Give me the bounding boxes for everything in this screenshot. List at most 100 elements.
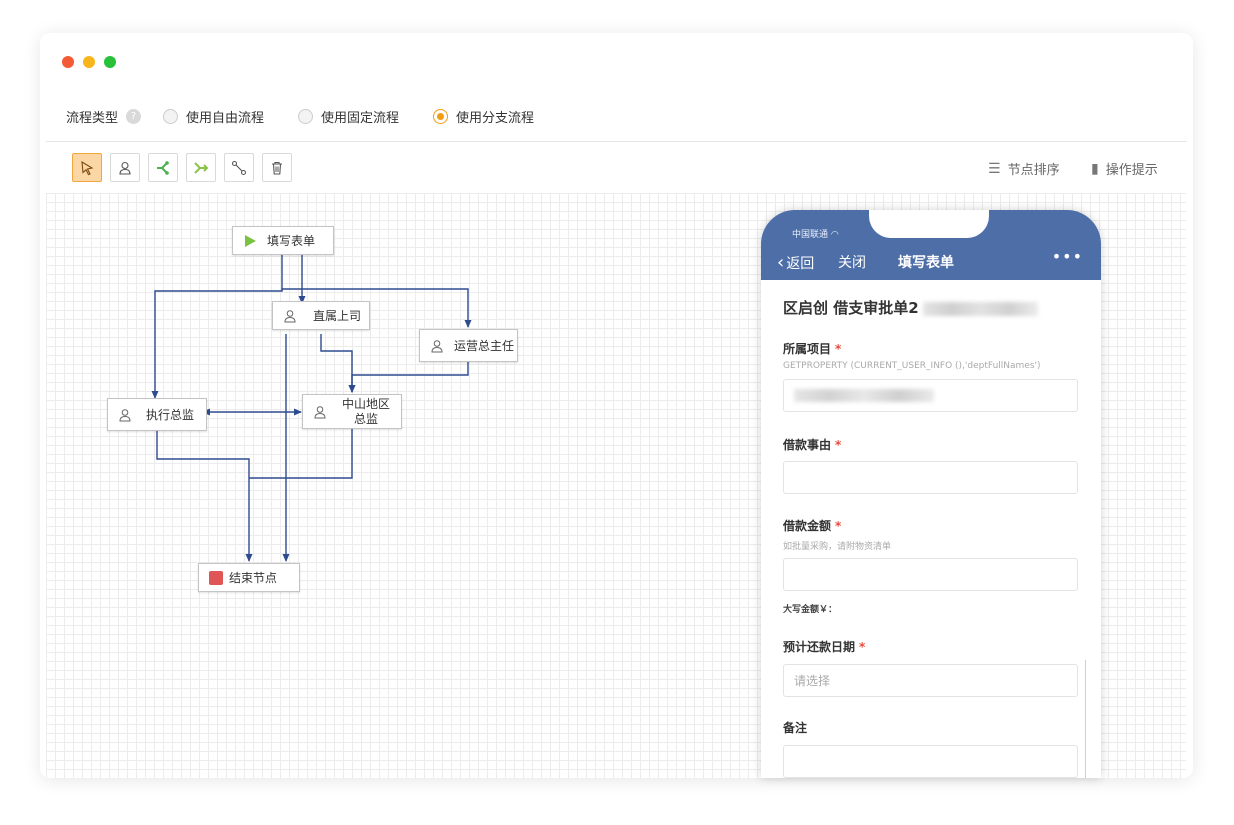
flow-edges bbox=[151, 255, 472, 562]
field-label-amount: 借款金额* bbox=[783, 517, 841, 534]
form-title: 区启创 借支审批单2 bbox=[783, 297, 1038, 318]
radio-circle-selected[interactable] bbox=[433, 108, 449, 124]
mobile-nav: ‹ 返回 关闭 填写表单 ••• bbox=[761, 247, 1101, 275]
list-icon: ☰ bbox=[988, 160, 1001, 177]
amount-caps-label: 大写金额￥： bbox=[783, 605, 838, 615]
select-icon bbox=[81, 160, 94, 175]
back-label: 返回 bbox=[786, 255, 815, 272]
user-icon bbox=[284, 309, 296, 322]
node-label: 运营总主任 bbox=[454, 339, 515, 353]
label-text: 借款事由 bbox=[783, 438, 832, 452]
play-icon bbox=[245, 234, 256, 247]
radio-label: 使用固定流程 bbox=[321, 110, 400, 126]
field-label-notes: 备注 bbox=[783, 719, 807, 736]
required-mark: * bbox=[835, 342, 842, 356]
node-exec-director[interactable]: 执行总监 bbox=[107, 398, 207, 431]
window-minimize-button[interactable] bbox=[83, 56, 95, 68]
node-sort-button[interactable]: ☰ 节点排序 bbox=[988, 159, 1060, 179]
edge-zs-end bbox=[249, 429, 353, 479]
required-mark: * bbox=[835, 519, 842, 533]
mobile-title: 填写表单 bbox=[898, 255, 954, 271]
field-hint-project: GETPROPERTY (CURRENT_USER_INFO (),'deptF… bbox=[783, 361, 1041, 371]
node-label: 直属上司 bbox=[313, 309, 362, 323]
carrier-label: 中国联通 bbox=[792, 230, 829, 240]
more-icon[interactable]: ••• bbox=[1051, 247, 1083, 266]
operation-tips-button[interactable]: ▮ 操作提示 bbox=[1091, 159, 1158, 179]
project-input[interactable] bbox=[783, 379, 1078, 412]
radio-circle[interactable] bbox=[163, 108, 179, 124]
redacted-text bbox=[922, 301, 1038, 316]
edge-exec-end bbox=[156, 429, 253, 562]
node-zs-director[interactable]: 中山地区总监 bbox=[302, 394, 402, 429]
status-bar: 中国联通 ◠ bbox=[792, 227, 839, 240]
user-icon bbox=[431, 339, 443, 352]
merge-icon bbox=[194, 161, 209, 174]
mobile-preview: 中国联通 ◠ ‹ 返回 关闭 填写表单 ••• 区启创 借支审批单2 所属项目*… bbox=[761, 210, 1101, 778]
radio-branch-flow[interactable]: 使用分支流程 bbox=[433, 107, 534, 126]
field-label-repay-date: 预计还款日期* bbox=[783, 638, 865, 655]
node-start[interactable]: 填写表单 bbox=[232, 226, 334, 255]
wifi-icon: ◠ bbox=[830, 230, 839, 240]
required-mark: * bbox=[835, 438, 842, 452]
window-maximize-button[interactable] bbox=[104, 56, 116, 68]
label-text: 预计还款日期 bbox=[783, 640, 856, 654]
user-icon bbox=[119, 408, 131, 421]
notes-input[interactable] bbox=[783, 745, 1078, 778]
branch-icon bbox=[157, 160, 169, 175]
branch-tool-button[interactable] bbox=[148, 153, 178, 182]
reason-input[interactable] bbox=[783, 461, 1078, 494]
user-node-icon bbox=[119, 161, 131, 175]
label-text: 借款金额 bbox=[783, 519, 832, 533]
node-sort-label: 节点排序 bbox=[1007, 163, 1060, 178]
bookmark-icon: ▮ bbox=[1091, 160, 1099, 177]
radio-label: 使用自由流程 bbox=[186, 110, 265, 126]
window-controls bbox=[62, 56, 116, 68]
field-hint-amount: 如批量采购，请附物资清单 bbox=[783, 542, 892, 552]
delete-icon bbox=[272, 161, 282, 175]
node-ops-director[interactable]: 运营总主任 bbox=[419, 329, 518, 362]
form-title-text: 区启创 借支审批单2 bbox=[783, 299, 919, 317]
user-icon bbox=[314, 405, 326, 418]
flow-type-row: 流程类型 ? 使用自由流程 使用固定流程 使用分支流程 bbox=[66, 106, 568, 126]
amount-input[interactable] bbox=[783, 558, 1078, 591]
delete-tool-button[interactable] bbox=[262, 153, 292, 182]
edge-start-ops bbox=[281, 288, 472, 328]
redacted-value bbox=[794, 389, 934, 402]
operation-tips-label: 操作提示 bbox=[1105, 163, 1158, 178]
back-button[interactable]: ‹ 返回 bbox=[777, 252, 814, 273]
edge-start-exec bbox=[151, 255, 283, 399]
node-label: 执行总监 bbox=[146, 408, 195, 422]
phone-notch bbox=[869, 210, 989, 238]
edge-boss-zs bbox=[320, 334, 356, 393]
user-node-tool-button[interactable] bbox=[110, 153, 140, 182]
field-label-reason: 借款事由* bbox=[783, 436, 841, 453]
radio-free-flow[interactable]: 使用自由流程 bbox=[163, 107, 264, 126]
merge-tool-button[interactable] bbox=[186, 153, 216, 182]
node-direct-boss[interactable]: 直属上司 bbox=[272, 301, 370, 330]
scrollbar[interactable] bbox=[1085, 660, 1086, 778]
radio-circle[interactable] bbox=[298, 108, 314, 124]
chevron-left-icon: ‹ bbox=[777, 252, 785, 273]
node-end[interactable]: 结束节点 bbox=[198, 563, 300, 592]
date-placeholder: 请选择 bbox=[794, 674, 831, 688]
connect-icon bbox=[231, 160, 247, 175]
label-text: 所属项目 bbox=[783, 342, 832, 356]
divider bbox=[46, 141, 1187, 142]
radio-fixed-flow[interactable]: 使用固定流程 bbox=[298, 107, 399, 126]
help-icon[interactable]: ? bbox=[126, 108, 142, 124]
window-close-button[interactable] bbox=[62, 56, 74, 68]
field-label-project: 所属项目* bbox=[783, 340, 841, 357]
repay-date-picker[interactable]: 请选择 bbox=[783, 664, 1078, 697]
edge-ops-zs bbox=[348, 360, 469, 393]
required-mark: * bbox=[859, 640, 866, 654]
connect-tool-button[interactable] bbox=[224, 153, 254, 182]
node-label: 填写表单 bbox=[267, 234, 316, 248]
label-text: 备注 bbox=[783, 721, 808, 735]
node-label: 结束节点 bbox=[229, 571, 278, 585]
close-button[interactable]: 关闭 bbox=[838, 255, 866, 271]
select-tool-button[interactable] bbox=[72, 153, 102, 182]
node-label: 中山地区总监 bbox=[341, 396, 390, 426]
flow-type-label: 流程类型 bbox=[66, 110, 119, 126]
stop-icon bbox=[209, 570, 223, 585]
radio-label: 使用分支流程 bbox=[456, 110, 535, 126]
